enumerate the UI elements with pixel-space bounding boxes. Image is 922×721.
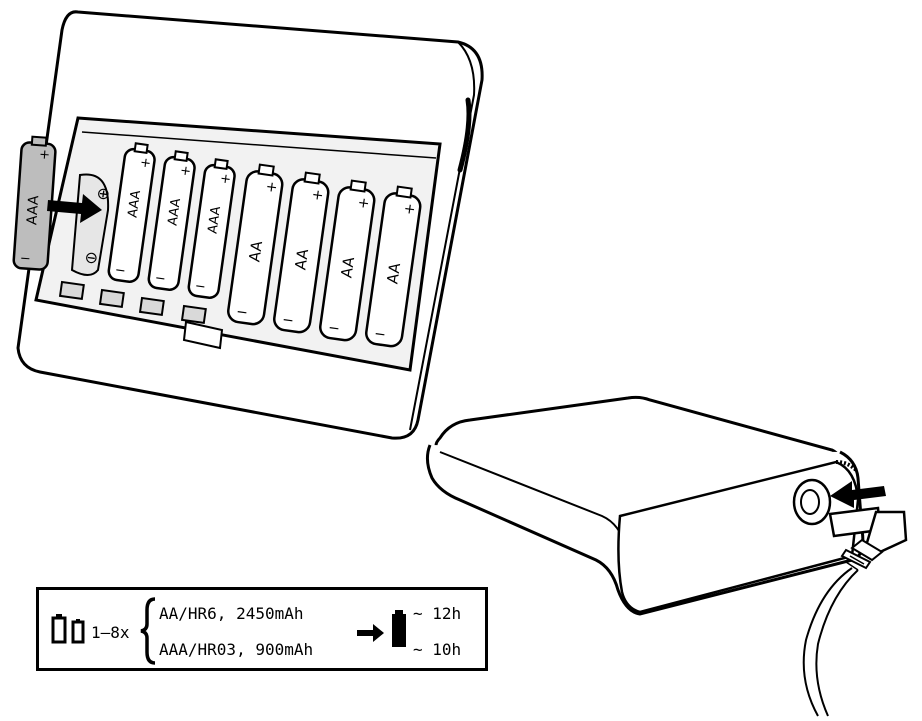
- slot-6-label: AA: [337, 255, 358, 279]
- slot-clips: [58, 280, 207, 325]
- battery-charger: ⊕ ⊖ + − AAA + − AAA: [12, 10, 484, 440]
- svg-text:+: +: [139, 155, 152, 171]
- svg-text:−: −: [327, 320, 341, 337]
- slot-2-label: AAA: [165, 197, 184, 226]
- slot-1-label: AAA: [125, 189, 144, 218]
- battery-pair-icon: [51, 614, 85, 644]
- full-battery-icon: [392, 610, 406, 647]
- svg-text:−: −: [281, 312, 295, 329]
- svg-text:+: +: [403, 201, 417, 218]
- svg-text:−: −: [154, 271, 167, 287]
- dc-socket: [792, 478, 832, 526]
- battery-slot-2: + − AAA: [147, 150, 196, 291]
- loose-battery-label: AAA: [24, 194, 42, 225]
- power-base: [425, 395, 908, 717]
- svg-text:+: +: [311, 187, 325, 204]
- battery-slot-6: + − AA: [319, 179, 376, 342]
- arrow-icon: [357, 624, 384, 642]
- battery-slots: + − AAA + − AAA + − AAA +: [107, 142, 422, 348]
- svg-text:−: −: [114, 263, 127, 279]
- slot-3-label: AAA: [205, 205, 224, 234]
- svg-text:−: −: [373, 326, 387, 343]
- svg-text:+: +: [265, 179, 279, 196]
- loose-aaa-battery: + − AAA: [12, 135, 57, 271]
- aa-charge-time: ~ 12h: [413, 604, 462, 623]
- slot-7-label: AA: [383, 261, 404, 285]
- plug-arrow-icon: [830, 481, 886, 508]
- charging-spec-box: 1–8x AA/HR6, 2450mAh AAA/HR03, 900mAh ~ …: [36, 587, 488, 671]
- power-cable: [802, 567, 853, 717]
- svg-text:+: +: [219, 171, 232, 187]
- svg-text:+: +: [357, 195, 371, 212]
- battery-slot-4: + − AA: [227, 163, 284, 326]
- battery-slot-5: + − AA: [273, 171, 330, 334]
- polarity-contact: ⊕ ⊖: [70, 173, 111, 276]
- slot-5-label: AA: [291, 247, 312, 271]
- battery-slot-1: + − AAA: [107, 142, 156, 283]
- battery-slot-7: + − AA: [365, 185, 422, 348]
- aaa-spec: AAA/HR03, 900mAh: [159, 640, 314, 659]
- dc-plug: [828, 506, 908, 571]
- aaa-charge-time: ~ 10h: [413, 640, 462, 659]
- svg-text:−: −: [235, 304, 249, 321]
- insert-arrow-icon: [47, 194, 102, 223]
- brace-icon: [140, 597, 156, 665]
- polarity-plus: ⊕: [95, 183, 111, 204]
- svg-text:+: +: [39, 147, 51, 163]
- aa-spec: AA/HR6, 2450mAh: [159, 604, 304, 623]
- battery-count: 1–8x: [91, 623, 130, 642]
- slot-4-label: AA: [245, 239, 266, 263]
- svg-text:−: −: [19, 251, 31, 267]
- battery-slot-3: + − AAA: [187, 158, 236, 299]
- polarity-minus: ⊖: [83, 247, 99, 268]
- svg-text:+: +: [179, 163, 192, 179]
- svg-text:−: −: [194, 279, 207, 295]
